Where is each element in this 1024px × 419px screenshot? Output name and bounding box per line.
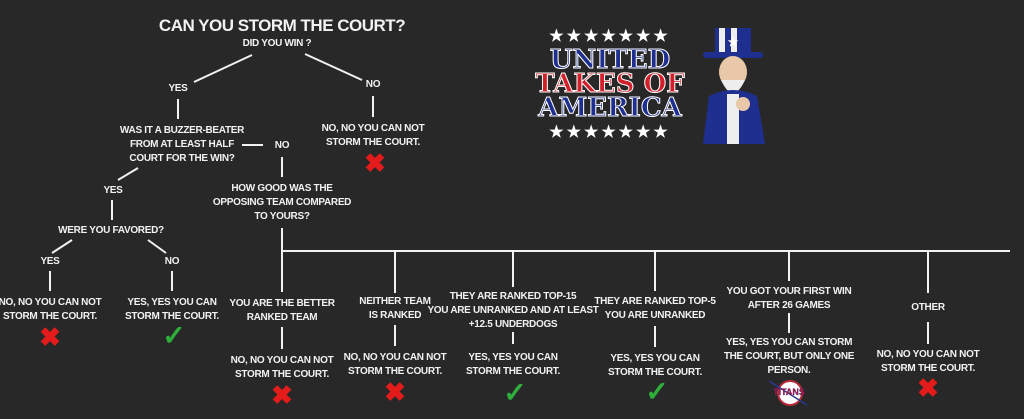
question-did-you-win: DID YOU WIN ? — [242, 38, 312, 49]
answer-yes: YES — [103, 185, 123, 196]
svg-text:★: ★ — [728, 35, 739, 49]
chart-title: CAN YOU STORM THE COURT? — [158, 16, 406, 35]
answer-yes: YES — [40, 256, 60, 267]
stars-icon: ★★★★★★★ — [549, 124, 671, 141]
x-icon: ✖ — [271, 380, 293, 410]
united-takes-of-america-logo: ★★★★★★★ UNITED TAKES OF AMERICA ★★★★★★★ … — [525, 24, 795, 144]
check-icon: ✓ — [645, 376, 669, 407]
x-icon: ✖ — [384, 377, 406, 407]
x-icon: ✖ — [364, 148, 386, 178]
uncle-sam-icon: ★ — [703, 28, 765, 144]
question-favored: WERE YOU FAVORED? — [58, 225, 164, 236]
x-icon: ✖ — [917, 373, 939, 403]
answer-no: NO — [365, 79, 381, 90]
logo-line: TAKES OF — [535, 69, 685, 99]
titans-logo: TITANS — [767, 380, 811, 406]
answer-no: NO — [164, 256, 180, 267]
check-icon: ✓ — [503, 377, 527, 408]
stars-icon: ★★★★★★★ — [549, 28, 671, 45]
logo-line: AMERICA — [538, 93, 682, 123]
check-icon: ✓ — [162, 320, 186, 351]
branch-label: OTHER — [911, 302, 945, 313]
x-icon: ✖ — [39, 322, 61, 352]
logo-line: UNITED — [549, 45, 671, 75]
answer-yes: YES — [168, 83, 188, 94]
answer-no: NO — [274, 140, 290, 151]
